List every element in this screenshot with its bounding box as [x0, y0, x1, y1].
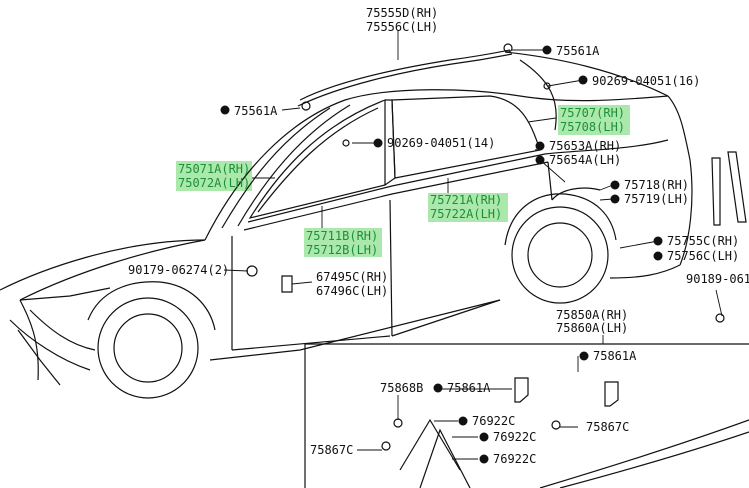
label-75719: 75719(LH) [624, 192, 689, 206]
label-75707: 75707(RH) [560, 106, 625, 120]
highlight-75721 [428, 193, 508, 222]
highlight-75711 [304, 228, 382, 257]
label-75722a: 75722A(LH) [430, 207, 502, 221]
bullet-75561a-top [542, 45, 552, 55]
label-67496c: 67496C(LH) [316, 284, 388, 298]
label-75555d: 75555D(RH) [366, 6, 438, 20]
label-75708: 75708(LH) [560, 120, 625, 134]
label-75556c: 75556C(LH) [366, 20, 438, 34]
label-75711b: 75711B(RH) [306, 229, 378, 243]
leader-lines [223, 30, 723, 460]
label-76922c-c: 76922C [493, 452, 536, 466]
label-75860a: 75860A(LH) [556, 321, 628, 335]
bullet-75861a-b [433, 383, 443, 393]
label-75653a: 75653A(RH) [549, 139, 621, 153]
bullet-75654a [535, 155, 545, 165]
bullet-75653a [535, 141, 545, 151]
label-75071a: 75071A(RH) [178, 162, 250, 176]
label-67495c: 67495C(RH) [316, 270, 388, 284]
label-75072a: 75072A(LH) [178, 176, 250, 190]
label-75861a-a: 75861A [593, 349, 637, 363]
label-76922c-b: 76922C [493, 430, 536, 444]
label-75654a: 75654A(LH) [549, 153, 621, 167]
label-90269-16: 90269-04051(16) [592, 74, 700, 88]
label-90189: 90189-061 [686, 272, 749, 286]
bullet-75561a-left [220, 105, 230, 115]
label-75850a: 75850A(RH) [556, 308, 628, 322]
bullet-76922c-a [458, 416, 468, 426]
bullet-90269-14 [373, 138, 383, 148]
label-75712b: 75712B(LH) [306, 243, 378, 257]
label-75755c: 75755C(RH) [667, 234, 739, 248]
bullet-75718 [610, 180, 620, 190]
bullet-75719 [610, 194, 620, 204]
label-75718: 75718(RH) [624, 178, 689, 192]
highlight-75707 [558, 105, 630, 135]
label-75867c-b: 75867C [586, 420, 629, 434]
fasteners [246, 43, 725, 451]
label-90269-14: 90269-04051(14) [387, 136, 495, 150]
part-labels: 75555D(RH) 75556C(LH) 75561A 90269-04051… [128, 6, 749, 466]
bullet-75756c [653, 251, 663, 261]
rocker-molding-inset [304, 343, 749, 488]
label-76922c-a: 76922C [472, 414, 515, 428]
label-75561a-top: 75561A [556, 44, 600, 58]
bullet-75755c [653, 236, 663, 246]
bullet-76922c-c [479, 454, 489, 464]
label-bullets [220, 45, 663, 464]
car-body [0, 49, 693, 399]
label-75721a: 75721A(RH) [430, 193, 502, 207]
label-75756c: 75756C(LH) [667, 249, 739, 263]
label-75868b: 75868B [380, 381, 423, 395]
label-75561a-left: 75561A [234, 104, 278, 118]
highlight-75071 [176, 161, 252, 191]
bullet-90269-16 [578, 75, 588, 85]
bullet-75861a-a [579, 351, 589, 361]
bullet-76922c-b [479, 432, 489, 442]
pillar-garnish-parts [711, 151, 747, 226]
label-75861a-b: 75861A [447, 381, 491, 395]
label-90179: 90179-06274(2) [128, 263, 229, 277]
label-75867c-a: 75867C [310, 443, 353, 457]
